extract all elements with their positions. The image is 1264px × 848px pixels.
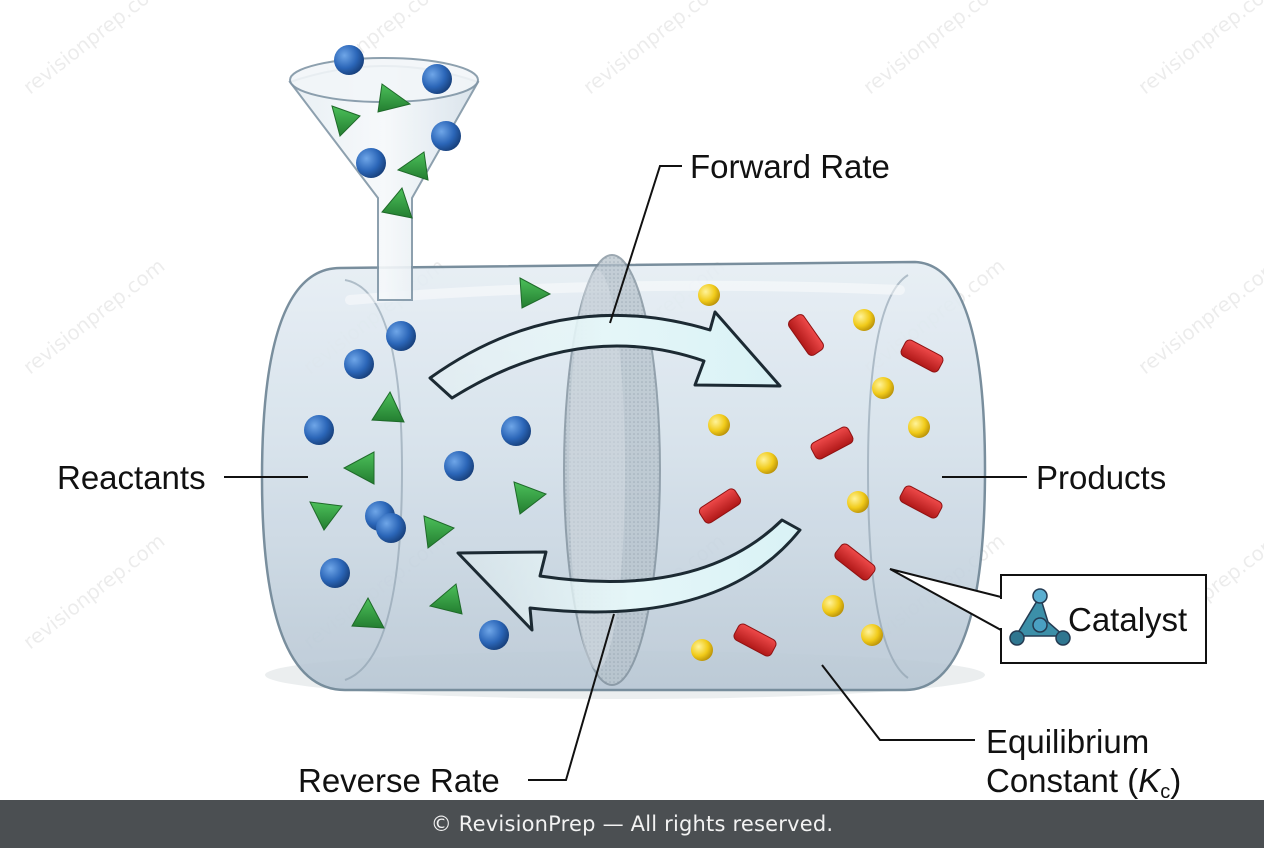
leader-lines [224, 165, 1027, 781]
blue-sphere [422, 64, 452, 94]
green-triangle [377, 83, 412, 113]
blue-sphere [479, 620, 509, 650]
red-capsule [698, 488, 742, 524]
blue-sphere [501, 416, 531, 446]
green-triangle [351, 596, 385, 629]
blue-sphere [431, 121, 461, 151]
forward-rate-leader [609, 165, 682, 324]
reactant-spheres [304, 45, 531, 650]
reverse-rate-arrow [456, 518, 802, 632]
blue-sphere [320, 558, 350, 588]
equilibrium-membrane [563, 254, 661, 686]
green-triangle [513, 481, 548, 515]
product-capsules [698, 314, 944, 657]
green-triangle [342, 451, 375, 485]
yellow-sphere [861, 624, 883, 646]
red-capsule [733, 623, 777, 657]
forward-rate-arrow [428, 310, 782, 400]
catalyst-label: Catalyst [1068, 601, 1187, 638]
blue-sphere [344, 349, 374, 379]
reactant-triangles [309, 83, 552, 629]
left-rim [344, 279, 404, 681]
right-rim [866, 274, 909, 679]
yellow-sphere [756, 452, 778, 474]
blue-sphere [356, 148, 386, 178]
yellow-sphere [847, 491, 869, 513]
watermark: revisionprep.com [1133, 0, 1264, 99]
watermark: revisionprep.com [1133, 254, 1264, 379]
yellow-sphere [872, 377, 894, 399]
green-triangle [396, 151, 429, 181]
catalyst-callout: Catalyst [889, 568, 1207, 664]
forward-rate-label: Forward Rate [690, 148, 890, 185]
green-triangle [519, 277, 552, 309]
yellow-sphere [853, 309, 875, 331]
watermark: revisionprep.com [18, 254, 169, 379]
yellow-sphere [908, 416, 930, 438]
blue-sphere [334, 45, 364, 75]
reactants-label: Reactants [57, 459, 206, 496]
green-triangle [428, 583, 463, 615]
watermark: revisionprep.com [18, 529, 169, 654]
equilibrium-label-line2: Constant (Kc) [986, 762, 1181, 803]
red-capsule [834, 543, 876, 581]
green-triangle [371, 390, 405, 423]
red-capsule [899, 485, 943, 519]
watermark: revisionprep.com [18, 0, 169, 99]
products-label: Products [1036, 459, 1166, 496]
copyright-footer: © RevisionPrep — All rights reserved. [0, 800, 1264, 848]
blue-sphere [304, 415, 334, 445]
watermark: revisionprep.com [858, 0, 1009, 99]
catalyst-molecule-icon [1009, 588, 1071, 646]
yellow-sphere [708, 414, 730, 436]
red-capsule [810, 426, 854, 460]
green-triangle [423, 515, 456, 549]
red-capsule [900, 339, 944, 373]
product-spheres [691, 284, 930, 661]
blue-sphere [386, 321, 416, 351]
yellow-sphere [698, 284, 720, 306]
blue-sphere [444, 451, 474, 481]
reverse-rate-leader [528, 613, 615, 781]
green-triangle [309, 501, 343, 531]
equilibrium-leader [821, 664, 975, 741]
green-triangle [331, 105, 361, 137]
reverse-rate-label: Reverse Rate [298, 762, 500, 799]
blue-sphere [376, 513, 406, 543]
yellow-sphere [691, 639, 713, 661]
equilibrium-label-line1: Equilibrium [986, 723, 1149, 760]
red-capsule [788, 314, 824, 356]
watermark: revisionprep.com [578, 0, 729, 99]
green-triangle [381, 186, 413, 219]
yellow-sphere [822, 595, 844, 617]
